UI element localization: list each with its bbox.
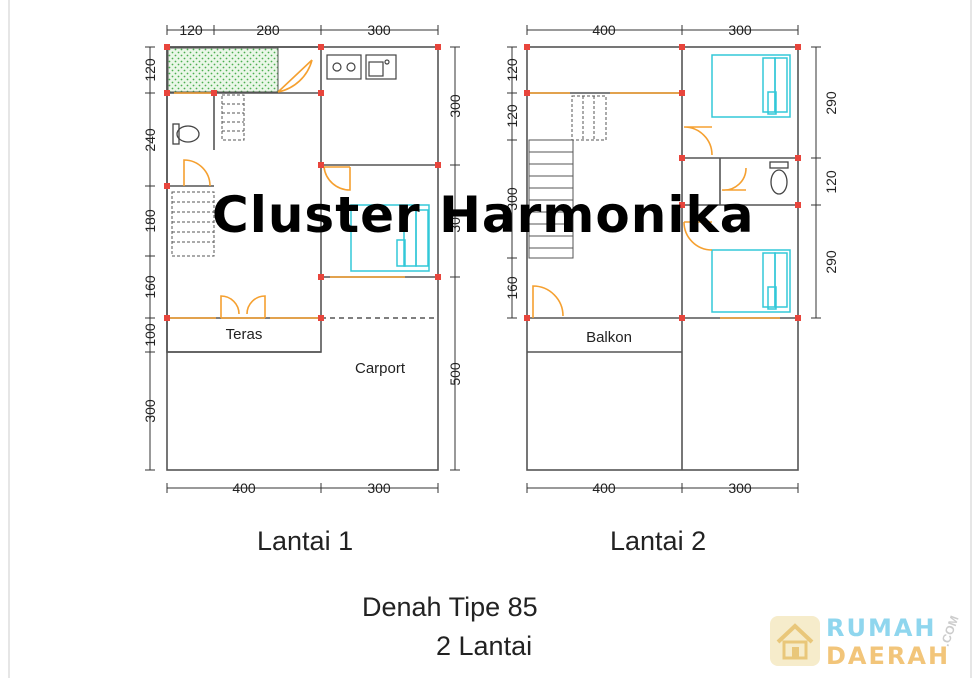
f2-dim-left-1: 120 <box>504 58 520 82</box>
floor1-columns <box>164 44 441 321</box>
floor2-doors <box>530 92 780 319</box>
f1-dim-bottom-1: 400 <box>232 480 256 496</box>
f1-dim-bottom-2: 300 <box>367 480 391 496</box>
f2-dim-left-3: 300 <box>504 187 520 211</box>
floor1-bed <box>350 204 430 272</box>
floor1-dimension-lines <box>145 25 460 493</box>
floor1-doors <box>170 59 405 319</box>
f2-dim-top-1: 400 <box>592 22 616 38</box>
house-logo-icon <box>770 616 820 666</box>
dimension-labels: 120 280 300 400 300 120 240 180 160 100 … <box>142 22 839 496</box>
floor2-dimension-lines <box>507 25 821 493</box>
balcony-label: Balkon <box>586 329 632 346</box>
f1-dim-right-1: 300 <box>447 94 463 118</box>
carport-label: Carport <box>355 360 406 377</box>
f1-dim-right-3: 500 <box>447 362 463 386</box>
f2-dim-right-2: 120 <box>823 170 839 194</box>
f1-dim-left-4: 160 <box>142 275 158 299</box>
f1-dim-left-6: 300 <box>142 399 158 423</box>
f2-dim-right-1: 290 <box>823 91 839 115</box>
floor2-bed-bottom <box>711 249 791 313</box>
page-right-edge <box>970 0 972 678</box>
floor2-toilet <box>769 161 789 195</box>
floor1-garden <box>167 47 279 93</box>
watermark-suffix: .COM <box>937 613 962 649</box>
terrace-label: Teras <box>226 326 263 343</box>
f1-dim-top-2: 280 <box>256 22 280 38</box>
floor2-outline <box>526 46 799 471</box>
floor2-plan <box>526 46 799 471</box>
f1-dim-left-2: 240 <box>142 128 158 152</box>
floor1-caption: Lantai 1 <box>257 526 354 556</box>
floor2-stairs <box>528 95 607 259</box>
floor1-toilet <box>172 123 200 145</box>
f2-dim-left-2: 120 <box>504 104 520 128</box>
floor1-kitchen-sink <box>326 54 397 80</box>
f2-dim-left-4: 160 <box>504 276 520 300</box>
f1-dim-top-3: 300 <box>367 22 391 38</box>
f2-dim-bottom-1: 400 <box>592 480 616 496</box>
plan-type-caption: Denah Tipe 85 <box>362 592 538 622</box>
f2-dim-top-2: 300 <box>728 22 752 38</box>
floor1-stairs <box>171 94 245 257</box>
page-left-edge <box>8 0 10 678</box>
room-labels: Teras Carport Balkon <box>226 326 632 377</box>
f2-dim-bottom-2: 300 <box>728 480 752 496</box>
watermark-line2: DAERAH <box>826 642 951 670</box>
plan-floors-caption: 2 Lantai <box>436 631 533 661</box>
floor2-bed-top <box>711 54 791 118</box>
f2-dim-right-3: 290 <box>823 250 839 274</box>
rumah-daerah-watermark: RUMAH DAERAH .COM <box>768 612 968 672</box>
f1-dim-right-2: 300 <box>447 209 463 233</box>
watermark-line1: RUMAH <box>826 614 937 642</box>
f1-dim-top-1: 120 <box>179 22 203 38</box>
f1-dim-left-5: 100 <box>142 323 158 347</box>
floor2-columns <box>524 44 801 321</box>
cluster-title: Cluster Harmonika <box>212 186 755 244</box>
floor2-caption: Lantai 2 <box>610 526 707 556</box>
f1-dim-left-3: 180 <box>142 209 158 233</box>
f1-dim-left-1: 120 <box>142 58 158 82</box>
